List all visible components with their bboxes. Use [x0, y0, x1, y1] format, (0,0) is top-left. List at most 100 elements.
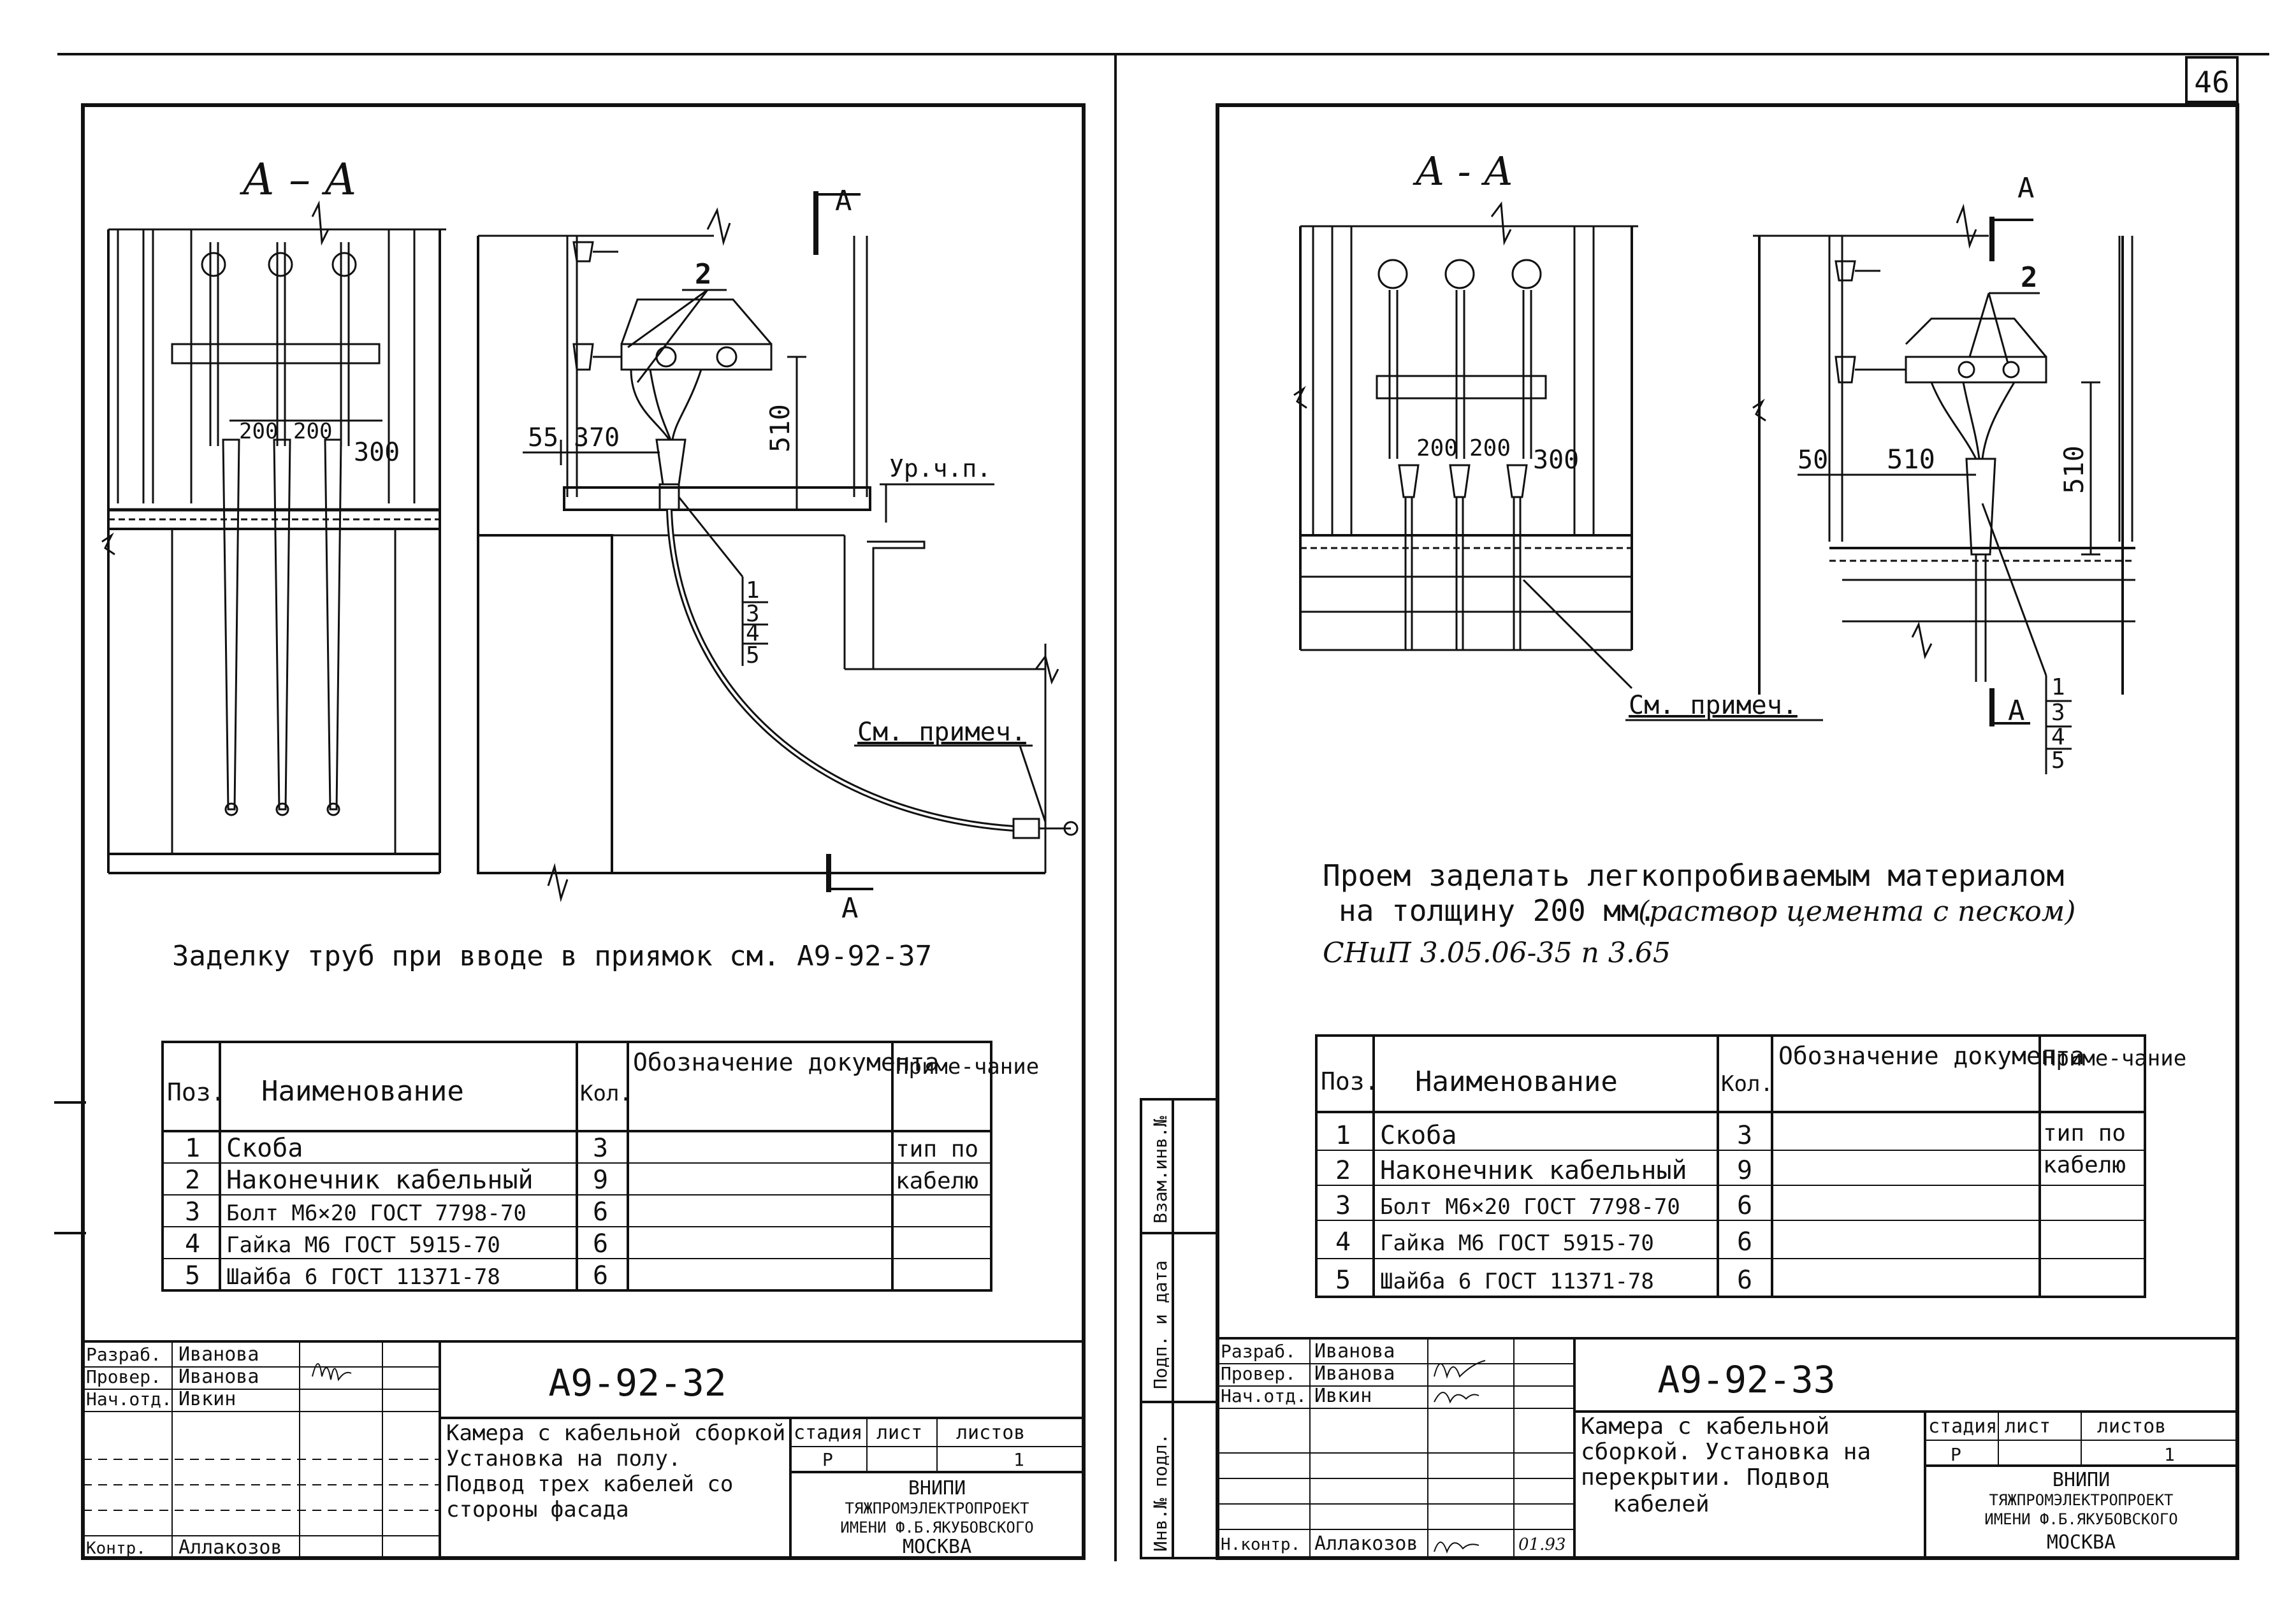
svg-text:Кол.: Кол. — [580, 1081, 632, 1106]
svg-text:Шайба 6 ГОСТ 11371-78: Шайба 6 ГОСТ 11371-78 — [226, 1264, 500, 1290]
svg-text:на толщину 200 мм.: на толщину 200 мм. — [1339, 893, 1657, 928]
svg-text:5: 5 — [1335, 1266, 1351, 1295]
svg-text:Разраб.: Разраб. — [86, 1344, 161, 1365]
svg-text:1: 1 — [1335, 1121, 1351, 1150]
left-section-view — [477, 191, 1079, 902]
right-elevation-dims: 200 200 300 — [1416, 435, 1579, 475]
svg-text:Н.контр.: Н.контр. — [1221, 1535, 1300, 1554]
svg-text:Поз.: Поз. — [1321, 1067, 1379, 1095]
right-elevation-view — [1293, 201, 1638, 690]
left-sheet: А – А — [81, 103, 1086, 1560]
svg-text:стадия: стадия — [794, 1422, 862, 1444]
svg-text:46: 46 — [2194, 65, 2229, 99]
svg-text:кабелю: кабелю — [2043, 1152, 2126, 1178]
svg-text:тип по: тип по — [2043, 1120, 2126, 1146]
svg-text:МОСКВА: МОСКВА — [2047, 1531, 2116, 1554]
svg-text:6: 6 — [1737, 1227, 1752, 1257]
svg-text:Взам.инв.№: Взам.инв.№ — [1150, 1116, 1171, 1224]
svg-text:Установка на полу.: Установка на полу. — [446, 1446, 681, 1471]
right-title-block — [1216, 1337, 2239, 1559]
right-note: Проем заделать легкопробиваемым материал… — [1323, 858, 2075, 969]
svg-text:Контр.: Контр. — [86, 1539, 146, 1558]
right-section-label: А - А — [1413, 148, 1513, 194]
svg-text:2: 2 — [2021, 261, 2038, 294]
svg-text:Ивкин: Ивкин — [1314, 1385, 1372, 1407]
svg-text:Обозначение документа: Обозначение документа — [633, 1048, 939, 1076]
svg-text:Иванова: Иванова — [178, 1366, 259, 1388]
left-note: Заделку труб при вводе в приямок см. А9-… — [172, 940, 932, 972]
svg-text:3: 3 — [185, 1197, 200, 1227]
left-title-block — [82, 1340, 1085, 1559]
svg-text:перекрытии. Подвод: перекрытии. Подвод — [1581, 1464, 1829, 1491]
right-signature-3 — [1434, 1542, 1479, 1554]
left-spec-table-text: Поз. Наименование Кол. Обозначение докум… — [167, 1048, 1039, 1290]
svg-text:кабелю: кабелю — [896, 1168, 978, 1194]
svg-text:Скоба: Скоба — [1380, 1121, 1457, 1150]
svg-text:5: 5 — [185, 1261, 200, 1290]
svg-text:Провер.: Провер. — [1221, 1363, 1296, 1384]
svg-text:200: 200 — [293, 419, 332, 444]
svg-text:Нач.отд.: Нач.отд. — [86, 1389, 172, 1410]
svg-text:ВНИПИ: ВНИПИ — [908, 1477, 966, 1499]
svg-text:стадия: стадия — [1928, 1415, 1997, 1438]
svg-text:лист: лист — [2005, 1415, 2051, 1438]
right-title-block-text: А9-92-33 Разраб. Провер. Нач.отд. Иванов… — [1221, 1340, 2178, 1555]
svg-text:Р: Р — [1951, 1444, 1961, 1465]
svg-text:листов: листов — [2097, 1415, 2166, 1438]
svg-text:50: 50 — [1798, 445, 1828, 475]
svg-text:55: 55 — [528, 423, 558, 452]
svg-text:Подвод трех кабелей со: Подвод трех кабелей со — [446, 1471, 733, 1497]
svg-text:Болт М6×20 ГОСТ 7798-70: Болт М6×20 ГОСТ 7798-70 — [226, 1201, 527, 1226]
svg-text:листов: листов — [956, 1422, 1025, 1444]
svg-text:СНиП 3.05.06-35 п 3.65: СНиП 3.05.06-35 п 3.65 — [1323, 937, 1671, 969]
svg-text:ИМЕНИ Ф.Б.ЯКУБОВСКОГО: ИМЕНИ Ф.Б.ЯКУБОВСКОГО — [1984, 1510, 2177, 1528]
svg-text:6: 6 — [1737, 1266, 1752, 1295]
svg-text:А: А — [841, 892, 859, 925]
svg-text:3: 3 — [1335, 1191, 1351, 1220]
left-section-label: А – А — [240, 155, 357, 205]
svg-text:Нач.отд.: Нач.отд. — [1221, 1385, 1307, 1406]
left-see-note: См. примеч. — [857, 718, 1026, 747]
svg-text:2: 2 — [185, 1166, 200, 1195]
svg-text:Р: Р — [822, 1449, 833, 1470]
svg-text:2: 2 — [695, 258, 712, 291]
svg-text:3: 3 — [593, 1134, 608, 1163]
right-section-dims — [1625, 292, 2100, 774]
svg-text:200: 200 — [1469, 435, 1511, 461]
svg-text:лист: лист — [876, 1422, 922, 1444]
svg-text:370: 370 — [574, 423, 620, 452]
svg-text:Наименование: Наименование — [261, 1075, 464, 1108]
svg-text:9: 9 — [593, 1166, 608, 1195]
svg-text:200: 200 — [1416, 435, 1458, 461]
svg-text:МОСКВА: МОСКВА — [903, 1536, 971, 1558]
svg-text:ТЯЖПРОМЭЛЕКТРОПРОЕКТ: ТЯЖПРОМЭЛЕКТРОПРОЕКТ — [1989, 1491, 2174, 1509]
svg-text:Разраб.: Разраб. — [1221, 1341, 1296, 1362]
svg-text:Наименование: Наименование — [1415, 1065, 1618, 1098]
right-spec-table — [1315, 1034, 2146, 1298]
sheet-frame — [54, 53, 2269, 1561]
svg-text:Кол.: Кол. — [1721, 1071, 1773, 1097]
svg-text:Аллакозов: Аллакозов — [178, 1536, 282, 1559]
right-see-note: См. примеч. — [1629, 691, 1798, 720]
svg-text:ИМЕНИ Ф.Б.ЯКУБОВСКОГО: ИМЕНИ Ф.Б.ЯКУБОВСКОГО — [840, 1519, 1033, 1536]
svg-text:6: 6 — [593, 1229, 608, 1259]
svg-text:1: 1 — [1014, 1449, 1024, 1470]
svg-text:4: 4 — [185, 1229, 200, 1259]
svg-text:ВНИПИ: ВНИПИ — [2053, 1469, 2110, 1491]
right-section-view — [1752, 203, 2135, 726]
left-signature — [312, 1363, 352, 1382]
svg-text:300: 300 — [354, 438, 400, 467]
svg-text:3: 3 — [1737, 1121, 1752, 1150]
svg-text:Камера с кабельной: Камера с кабельной — [1581, 1413, 1829, 1440]
svg-text:Гайка М6 ГОСТ 5915-70: Гайка М6 ГОСТ 5915-70 — [1380, 1231, 1654, 1256]
svg-text:Наконечник кабельный: Наконечник кабельный — [1380, 1156, 1687, 1185]
svg-text:9: 9 — [1737, 1156, 1752, 1185]
right-section-labels: 50 510 510 2 А А 1 3 4 5 См. примеч. — [1629, 172, 2089, 774]
page-number-box: 46 — [2185, 56, 2239, 103]
right-signature-1 — [1434, 1360, 1486, 1379]
svg-text:5: 5 — [2051, 748, 2065, 774]
left-elevation-view — [101, 200, 446, 874]
svg-text:Провер.: Провер. — [86, 1366, 161, 1387]
svg-text:1: 1 — [746, 577, 760, 603]
